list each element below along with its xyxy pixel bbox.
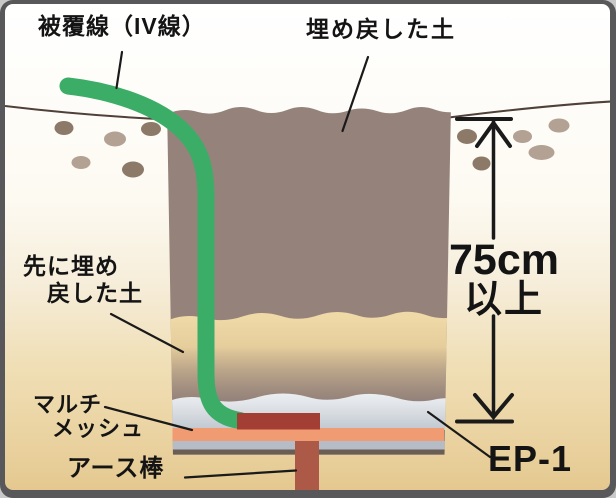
dimension-arrow (455, 117, 514, 424)
rod-connection-plate (237, 413, 320, 430)
multi-mesh-sheet (172, 428, 444, 441)
ground-surface-line-right (448, 100, 610, 119)
dimension-value: 75cm (449, 236, 559, 284)
leader-first-backfilled-soil (109, 312, 185, 354)
soil-speckles-right (457, 118, 570, 171)
dimension-qualifier: 以上 (463, 279, 544, 322)
label-multi-mesh-line1: マルチ (33, 392, 103, 417)
soil-speckles-left (54, 121, 161, 178)
diagram-canvas (5, 4, 610, 490)
leader-ep1 (426, 410, 492, 459)
label-covered-wire: 被覆線（IV線） (38, 13, 206, 39)
dimension-label: 75cm 以上 (448, 236, 560, 322)
leader-multi-mesh (103, 405, 194, 432)
leader-earth-rod (183, 469, 298, 479)
label-earth-rod: アース棒 (67, 455, 165, 482)
leader-covered-wire (115, 50, 124, 90)
label-first-backfilled-soil-line1: 先に埋め (23, 253, 119, 279)
label-first-backfilled-soil-line2: 戻した土 (47, 280, 143, 306)
label-ep1: EP-1 (488, 438, 573, 479)
leader-lines (103, 50, 492, 479)
covered-wire (59, 77, 249, 429)
label-multi-mesh-line2: メッシュ (52, 416, 145, 441)
pre-backfill-soil-band (167, 311, 451, 410)
diagram-art (5, 4, 610, 490)
leader-backfilled-soil (341, 55, 370, 133)
ground-surface-line-left (5, 105, 169, 121)
label-backfilled-soil: 埋め戻した土 (306, 16, 456, 42)
